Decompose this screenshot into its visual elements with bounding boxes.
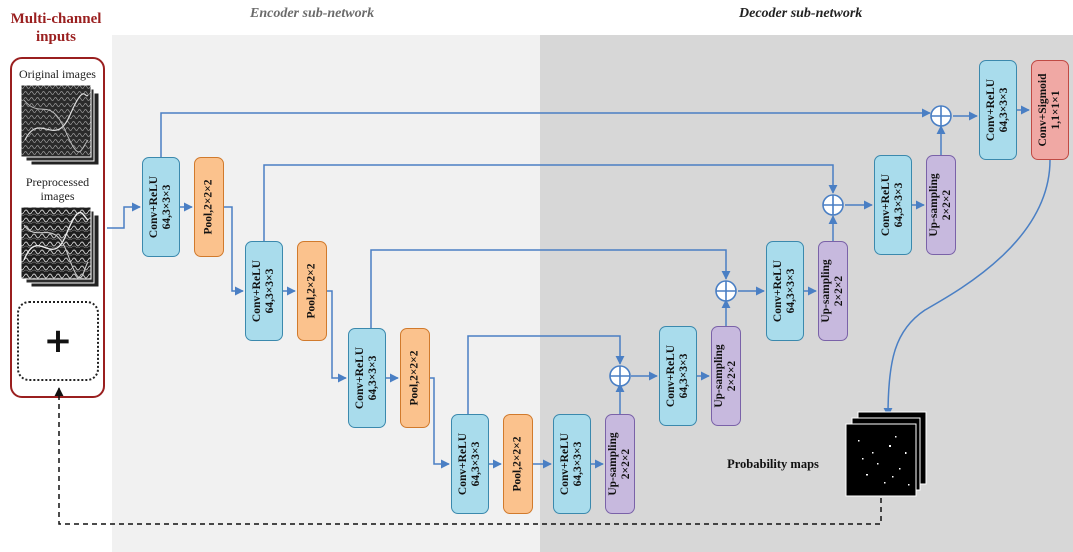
add-node-2 — [715, 280, 737, 302]
pool-block-3: Pool,2×2×2 — [400, 328, 430, 428]
decoder-title: Decoder sub-network — [739, 6, 863, 21]
probability-maps-label: Probability maps — [727, 457, 819, 471]
plus-icon: + — [43, 321, 73, 361]
probability-maps-stack — [845, 411, 927, 497]
preprocessed-images-stack — [20, 206, 100, 288]
inputs-title: Multi-channel inputs — [10, 11, 102, 45]
original-images-stack — [20, 84, 100, 166]
add-node-1 — [609, 365, 631, 387]
original-images-label: Original images — [19, 67, 96, 81]
add-node-4 — [930, 105, 952, 127]
preprocessed-images-label: Preprocessed images — [25, 175, 90, 203]
feedback-dashed-arrow — [54, 387, 882, 525]
pool-block-2: Pool,2×2×2 — [297, 241, 327, 341]
additional-input-box: + — [17, 301, 99, 381]
inputs-box — [10, 57, 105, 398]
connection-arrows — [107, 105, 1051, 469]
add-node-3 — [822, 194, 844, 216]
encoder-title: Encoder sub-network — [250, 6, 375, 21]
pool-block-1: Pool,2×2×2 — [194, 157, 224, 257]
pool-block-4: Pool,2×2×2 — [503, 414, 533, 514]
